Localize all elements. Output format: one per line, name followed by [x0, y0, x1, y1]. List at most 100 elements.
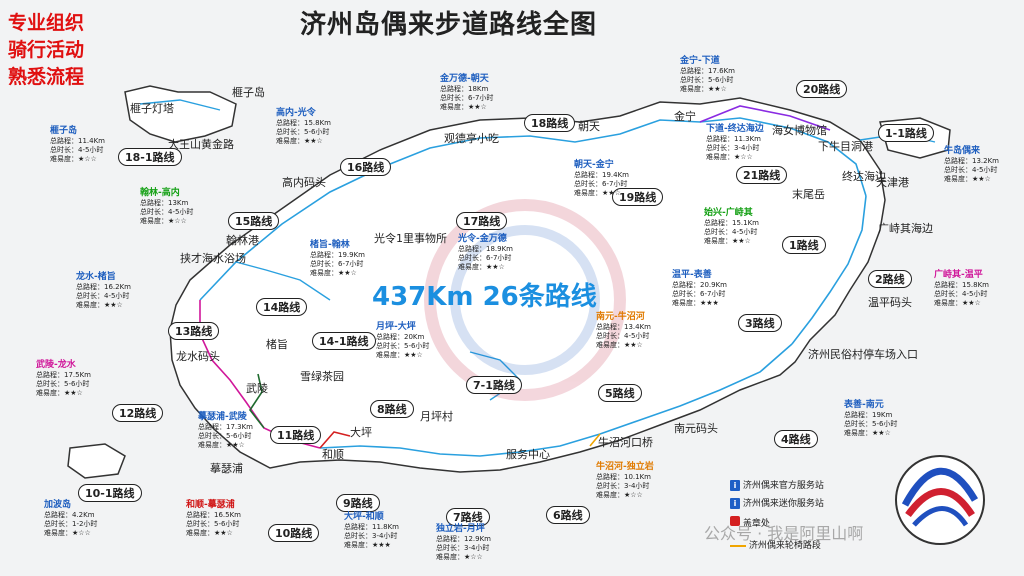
place-label: 终达海边 — [842, 170, 886, 183]
place-label: 济州民俗村停车场入口 — [808, 348, 918, 361]
place-label: 下牛目洞港 — [818, 140, 873, 153]
place-label: 大王山黄金路 — [168, 138, 234, 151]
watermark: 公众号 · 我是阿里山啊 — [704, 524, 864, 543]
place-label: 翰林港 — [226, 234, 259, 247]
stamp-icon — [730, 516, 740, 526]
place-label: 海女博物馆 — [772, 124, 827, 137]
promo-text: 专业组织 骑行活动 熟悉流程 — [8, 10, 84, 91]
place-label: 温平码头 — [868, 296, 912, 309]
info-icon: i — [730, 498, 740, 509]
route-label: 10-1路线 — [78, 484, 142, 502]
place-label: 观德亭小吃 — [444, 132, 499, 145]
place-label: 大坪 — [350, 426, 372, 439]
wheelchair-route-icon — [730, 544, 746, 547]
promo-line: 骑行活动 — [8, 39, 85, 61]
route-label: 4路线 — [774, 430, 818, 448]
route-label: 7-1路线 — [466, 376, 522, 394]
legend-stamp: 盖章处 — [730, 516, 770, 529]
place-label: 光令1里事物所 — [374, 232, 447, 245]
route-label: 7路线 — [446, 508, 490, 526]
route-label: 14路线 — [256, 298, 308, 316]
route-label: 14-1路线 — [312, 332, 376, 350]
route-label: 6路线 — [546, 506, 590, 524]
route-label: 21路线 — [736, 166, 788, 184]
legend-mini: i 济州偶来迷你服务站 — [730, 496, 824, 509]
center-emblem — [424, 199, 626, 401]
route-label: 18-1路线 — [118, 148, 182, 166]
route-label: 15路线 — [228, 212, 280, 230]
place-label: 雪绿茶园 — [300, 370, 344, 383]
place-label: 月坪村 — [420, 410, 453, 423]
place-label: 龙水码头 — [176, 350, 220, 363]
place-label: 广峙其海边 — [878, 222, 933, 235]
route-label: 8路线 — [370, 400, 414, 418]
route-label: 12路线 — [112, 404, 164, 422]
route-label: 5路线 — [598, 384, 642, 402]
route-label: 1-1路线 — [878, 124, 934, 142]
place-label: 末尾岳 — [792, 188, 825, 201]
place-label: 朝天 — [578, 120, 600, 133]
route-label: 9路线 — [336, 494, 380, 512]
route-label: 20路线 — [796, 80, 848, 98]
info-icon: i — [730, 480, 740, 491]
place-label: 挟才海水浴场 — [180, 252, 246, 265]
place-label: 金宁 — [674, 110, 696, 123]
legend-wheelchair: 济州偶来轮椅路段 — [730, 538, 821, 551]
route-label: 10路线 — [268, 524, 320, 542]
place-label: 高内码头 — [282, 176, 326, 189]
logo-icon — [895, 455, 985, 545]
promo-line: 熟悉流程 — [8, 66, 85, 88]
place-label: 榧子岛 — [232, 86, 265, 99]
place-label: 榧子灯塔 — [130, 102, 174, 115]
route-label: 13路线 — [168, 322, 220, 340]
promo-line: 专业组织 — [8, 12, 85, 34]
route-label: 3路线 — [738, 314, 782, 332]
place-label: 服务中心 — [506, 448, 550, 461]
biyangdo-island — [124, 85, 237, 143]
page-title: 济州岛偶来步道路线全图 — [300, 10, 598, 40]
route-label: 16路线 — [340, 158, 392, 176]
route-label: 2路线 — [868, 270, 912, 288]
route-label: 1路线 — [782, 236, 826, 254]
headline-total: 437Km 26条路线 — [372, 282, 597, 312]
place-label: 武陵 — [246, 382, 268, 395]
gapado-island — [67, 443, 126, 479]
place-label: 南元码头 — [674, 422, 718, 435]
route-label: 18路线 — [524, 114, 576, 132]
route-label: 19路线 — [612, 188, 664, 206]
legend-official: i 济州偶来官方服务站 — [730, 478, 824, 491]
place-label: 天津港 — [876, 176, 909, 189]
route-label: 17路线 — [456, 212, 508, 230]
place-label: 摹瑟浦 — [210, 462, 243, 475]
route-label: 11路线 — [270, 426, 322, 444]
place-label: 楮旨 — [266, 338, 288, 351]
place-label: 牛沼河口桥 — [598, 436, 653, 449]
place-label: 和顺 — [322, 448, 344, 461]
